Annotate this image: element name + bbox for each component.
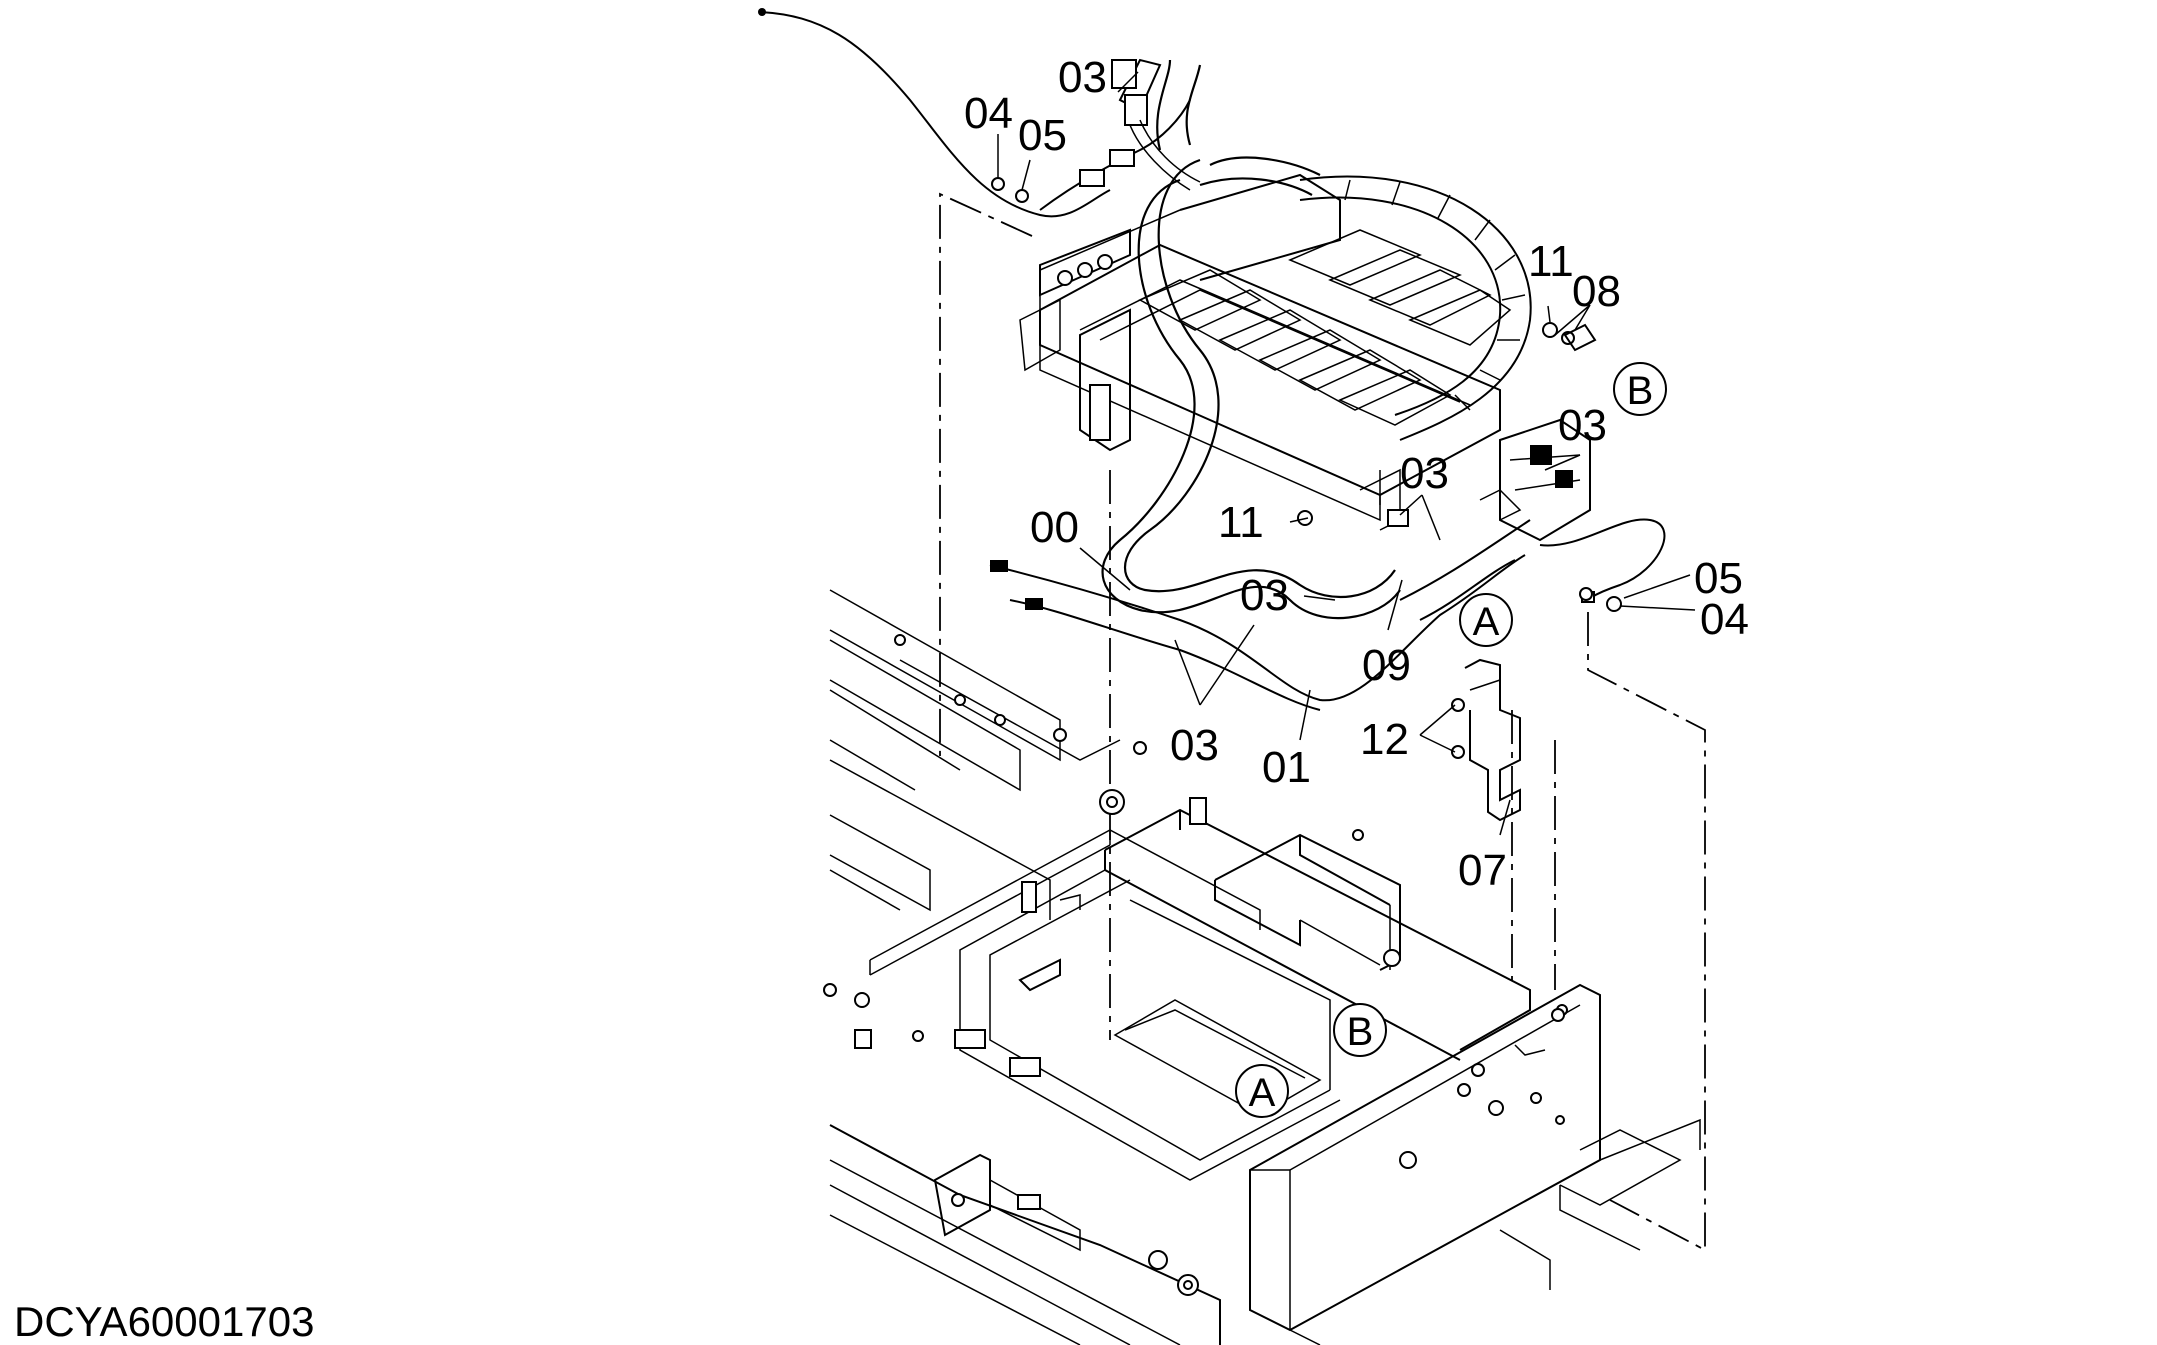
marker-a-lower: A	[1235, 1064, 1289, 1118]
callout-08: 08	[1572, 267, 1621, 316]
base-frame	[823, 589, 1701, 1345]
callout-12: 12	[1360, 715, 1409, 764]
drawing-code: DCYA60001703	[14, 1298, 314, 1345]
callout-04-top: 04	[964, 89, 1013, 138]
alignment-lines	[939, 192, 1706, 1252]
callout-01: 01	[1262, 743, 1311, 792]
marker-a-lower-label: A	[1249, 1071, 1276, 1115]
callout-05-top: 05	[1018, 111, 1067, 160]
bracket-07	[1451, 658, 1521, 822]
marker-b-lower-label: B	[1347, 1010, 1374, 1054]
callout-05-right: 05	[1694, 554, 1743, 603]
callout-11-top: 11	[1528, 237, 1574, 286]
callout-09: 09	[1362, 641, 1411, 690]
leader-lines	[997, 71, 1696, 836]
callouts: 03 04 05 11 08 03 03 11 00 03 05 04 09 1…	[964, 53, 1749, 895]
fasteners	[991, 177, 1622, 612]
view-markers: B A B A	[1235, 362, 1667, 1118]
callout-03-right: 03	[1558, 401, 1607, 450]
marker-a-upper: A	[1459, 593, 1513, 647]
callout-03-bottom: 03	[1170, 721, 1219, 770]
callout-04-right: 04	[1700, 595, 1749, 644]
chain-links	[1138, 229, 1512, 426]
callout-03-top: 03	[1058, 53, 1107, 102]
callout-11-mid: 11	[1218, 498, 1264, 547]
cable-chain-assembly	[1019, 173, 1591, 542]
wire-harness-01	[758, 8, 1666, 711]
marker-b-upper-label: B	[1627, 369, 1654, 413]
marker-b-lower: B	[1333, 1003, 1387, 1057]
callout-07: 07	[1458, 846, 1507, 895]
callout-03-lowmid: 03	[1240, 571, 1289, 620]
callout-03-mid: 03	[1400, 449, 1449, 498]
callout-00: 00	[1030, 503, 1079, 552]
marker-a-upper-label: A	[1473, 600, 1500, 644]
marker-b-upper: B	[1613, 362, 1667, 416]
